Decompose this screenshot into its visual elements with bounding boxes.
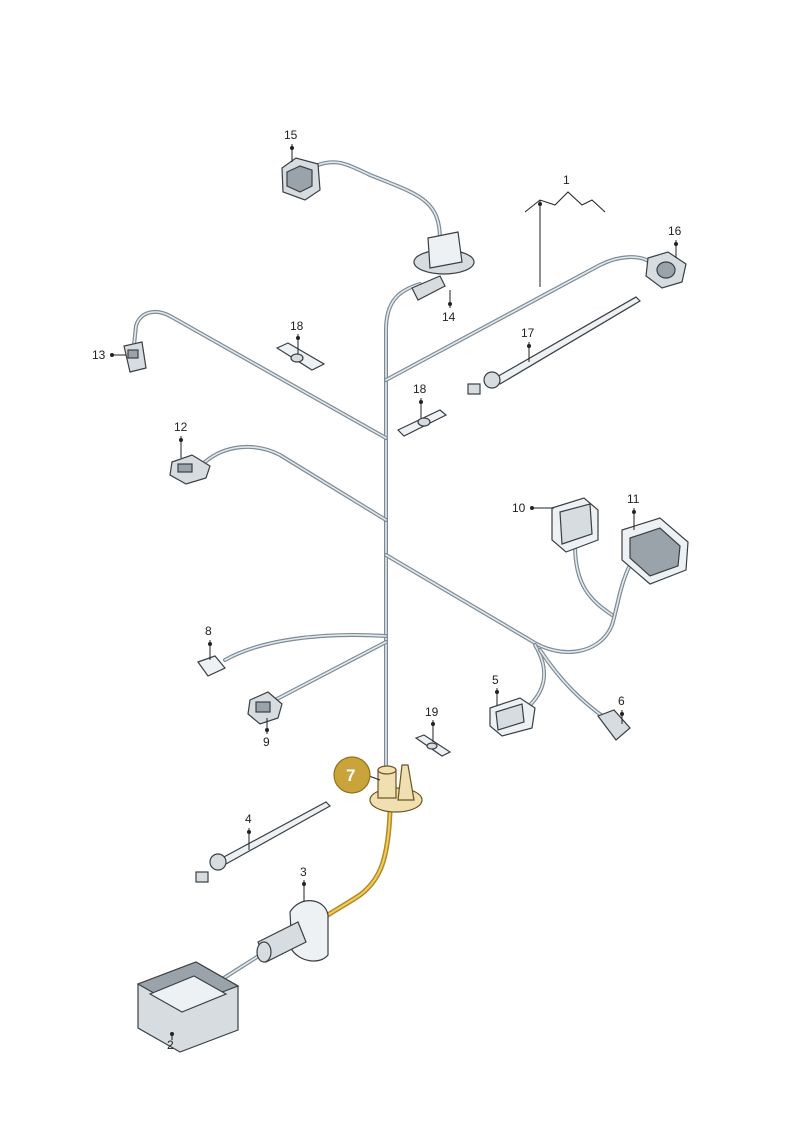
callout-12: 12 [174,420,188,458]
label-11: 11 [627,492,640,506]
label-9: 9 [263,735,270,749]
label-18-lower: 18 [413,382,427,396]
label-16: 16 [668,224,682,238]
label-3: 3 [300,865,307,879]
callout-13: 13 [92,348,126,362]
connector-11 [621,517,689,585]
grommet-3 [256,900,329,963]
connector-13 [123,341,147,373]
label-18-upper: 18 [290,319,304,333]
callout-18-lower: 18 [413,382,427,418]
callout-4: 4 [245,812,252,850]
label-7[interactable]: 7 [346,766,355,785]
callout-9: 9 [263,718,270,749]
label-17: 17 [521,326,535,340]
grommet-14 [411,231,475,301]
clip-18-lower [396,409,448,437]
callout-10: 10 [512,501,554,515]
callout-17: 17 [521,326,535,362]
label-15: 15 [284,128,298,142]
callout-15: 15 [284,128,298,162]
label-19: 19 [425,705,439,719]
connector-12 [169,454,211,485]
connector-2 [136,961,240,1053]
highlighted-wire [317,809,393,923]
label-4: 4 [245,812,252,826]
clip-18-upper [275,342,326,371]
label-5: 5 [492,673,499,687]
callout-2: 2 [167,1032,174,1052]
callout-11: 11 [627,492,640,530]
callout-18-upper: 18 [290,319,304,354]
callout-19: 19 [425,705,439,742]
callout-16: 16 [668,224,682,258]
label-12: 12 [174,420,188,434]
callout-5: 5 [492,673,499,706]
label-2: 2 [167,1038,174,1052]
callout-6: 6 [618,694,625,724]
label-13: 13 [92,348,106,362]
connector-10 [551,497,599,553]
callout-14: 14 [442,290,456,324]
badge-7-circle[interactable] [333,756,371,794]
callout-8: 8 [205,624,212,660]
callout-7-badge[interactable]: 7 [333,756,381,794]
label-14: 14 [442,310,456,324]
callout-3: 3 [300,865,307,902]
harness-wires [132,160,652,772]
connector-16 [645,251,687,289]
label-10: 10 [512,501,526,515]
clip-19 [414,734,452,757]
cable-tie-17 [467,296,641,395]
cable-tie-4 [195,801,331,883]
grommet-7-highlighted [369,764,423,813]
label-6: 6 [618,694,625,708]
callout-1: 1 [524,173,606,287]
connector-9 [247,691,283,725]
label-1: 1 [563,173,570,187]
connector-6 [597,709,631,741]
connector-5 [489,697,536,737]
label-8: 8 [205,624,212,638]
connector-15 [281,157,321,201]
connector-8 [197,655,226,677]
